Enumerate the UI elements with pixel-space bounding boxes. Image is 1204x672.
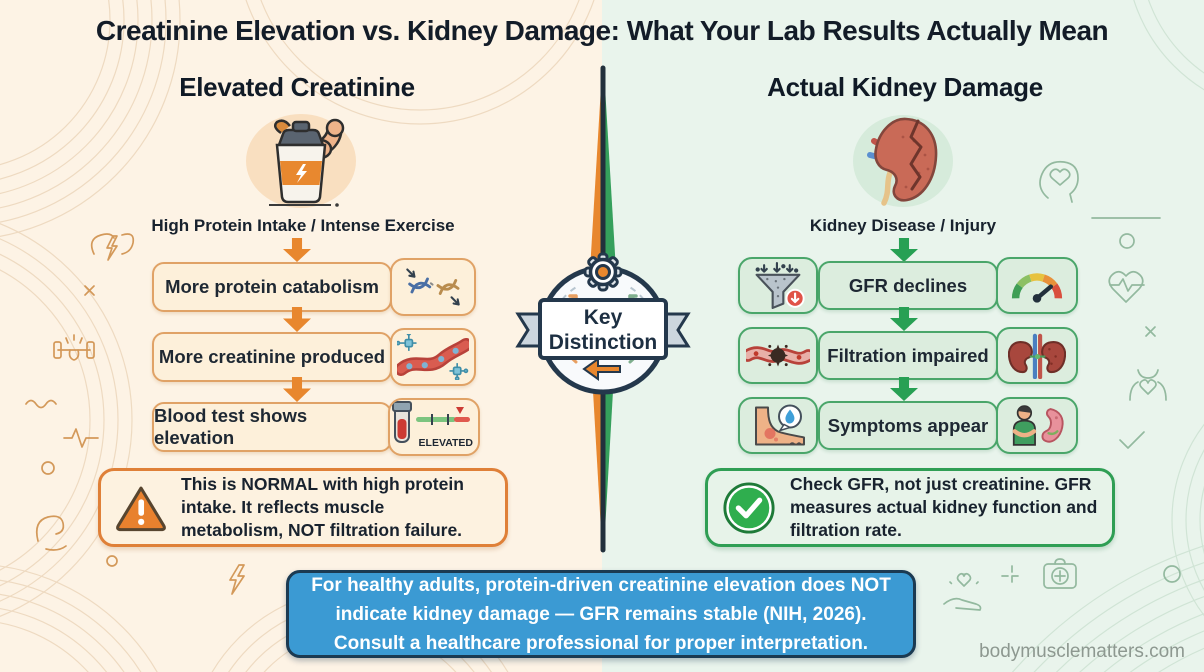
footer-line-1: For healthy adults, protein-driven creat… <box>311 574 891 596</box>
left-column-header: Elevated Creatinine <box>179 72 415 102</box>
left-step-1-box: More protein catabolism <box>152 262 392 312</box>
left-step-3-box: Blood test shows elevation <box>152 402 392 452</box>
right-column-header: Actual Kidney Damage <box>767 72 1043 102</box>
blocked-vessel-icon <box>738 327 818 384</box>
right-note-box: Check GFR, not just creatinine. GFR meas… <box>705 468 1115 547</box>
gauge-low-icon <box>996 257 1078 314</box>
right-step-1-label: GFR declines <box>848 274 968 296</box>
footer-line-3: Consult a healthcare professional for pr… <box>333 632 869 654</box>
kidneys-cross-section-icon <box>996 327 1078 384</box>
left-step-2-label: More creatinine produced <box>158 346 386 367</box>
filter-funnel-decline-icon <box>738 257 818 314</box>
left-step-1-label: More protein catabolism <box>165 276 379 297</box>
right-step-2-box: Filtration impaired <box>818 331 998 380</box>
elevated-gauge-label: ELEVATED <box>418 437 473 449</box>
right-note-text: Check GFR, not just creatinine. GFR meas… <box>790 473 1098 541</box>
page-title: Creatinine Elevation vs. Kidney Damage: … <box>95 15 1109 46</box>
footer-line-2: indicate kidney damage — GFR remains sta… <box>335 603 867 625</box>
person-nausea-stomach-icon <box>996 397 1078 454</box>
check-circle-icon <box>723 481 775 534</box>
left-cause-label: High Protein Intake / Intense Exercise <box>151 216 455 235</box>
right-step-3-box: Symptoms appear <box>818 401 998 450</box>
key-distinction-label: Key Distinction <box>548 306 658 354</box>
warning-triangle-icon <box>116 486 166 531</box>
right-step-3-label: Symptoms appear <box>827 414 989 436</box>
footer-disclaimer-box: For healthy adults, protein-driven creat… <box>286 570 916 658</box>
right-step-1-box: GFR declines <box>818 261 998 310</box>
left-note-text: This is NORMAL with high protein intake.… <box>181 473 464 541</box>
watermark: bodymusclematters.com <box>979 641 1185 662</box>
right-cause-label: Kidney Disease / Injury <box>809 216 997 235</box>
damaged-kidney-icon <box>848 108 958 215</box>
right-step-2-label: Filtration impaired <box>827 344 989 366</box>
left-note-box: This is NORMAL with high protein intake.… <box>98 468 508 547</box>
test-tube-scale-icon: ELEVATED <box>388 398 480 456</box>
protein-shaker-flexed-arm-icon <box>235 108 365 215</box>
blood-vessel-molecules-icon <box>390 328 476 386</box>
dna-breakdown-icon <box>390 258 476 316</box>
swollen-foot-edema-icon <box>738 397 818 454</box>
left-step-3-label: Blood test shows elevation <box>154 405 308 448</box>
left-step-2-box: More creatinine produced <box>152 332 392 382</box>
